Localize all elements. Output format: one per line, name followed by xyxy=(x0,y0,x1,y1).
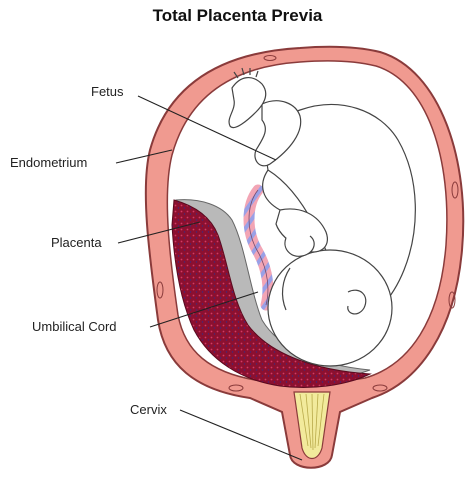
label-fetus: Fetus xyxy=(91,84,124,99)
label-placenta: Placenta xyxy=(51,235,102,250)
label-umbilical-cord: Umbilical Cord xyxy=(32,319,117,334)
label-cervix: Cervix xyxy=(130,402,167,417)
label-endometrium: Endometrium xyxy=(10,155,87,170)
